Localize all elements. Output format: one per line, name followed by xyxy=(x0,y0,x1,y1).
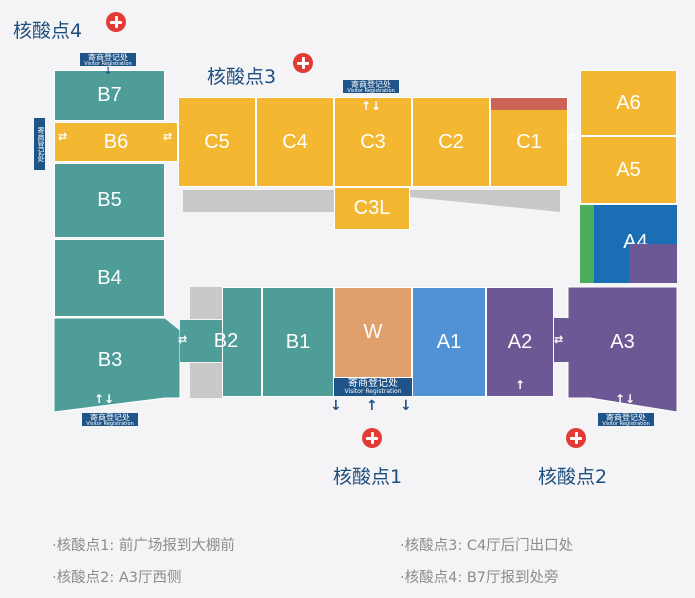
hall-c1-label: C1 xyxy=(516,130,542,153)
hall-c5-label: C5 xyxy=(204,130,230,153)
arrow-icon: ↑ xyxy=(515,378,526,392)
test-point-3-label: 核酸点3 xyxy=(207,66,277,88)
hall-a5-label: A5 xyxy=(616,158,641,181)
registration-badge-b6: 寄商登记处 xyxy=(34,118,45,170)
c-hall-lower-connector-right xyxy=(410,190,560,212)
hall-c4-label: C4 xyxy=(282,130,308,153)
hall-w-label: W xyxy=(363,321,383,343)
hall-a2-label: A2 xyxy=(507,330,533,353)
hall-b7[interactable]: B7 xyxy=(54,70,165,121)
double-arrow-icon: ⇄ xyxy=(554,333,564,346)
a2-a3-corridor xyxy=(554,318,574,362)
registration-cn: 寄商登记处 xyxy=(37,126,45,162)
legend-item-4: ·核酸点4: B7厅报到处旁 xyxy=(400,570,559,586)
plus-cross-icon[interactable] xyxy=(566,428,586,448)
registration-badge-c3: 寄商登记处 Visitor Registration xyxy=(343,80,399,94)
c1-red-strip xyxy=(491,98,567,110)
registration-badge-b3: 寄商登记处 Visitor Registration xyxy=(82,413,138,427)
arrow-icon: ↓ xyxy=(400,398,412,414)
hall-b7-label: B7 xyxy=(97,84,122,106)
registration-en: Visitor Registration xyxy=(602,421,650,427)
hall-c5[interactable]: C5 xyxy=(178,97,256,187)
b2-connector-top xyxy=(190,287,222,319)
registration-badge-a3: 寄商登记处 Visitor Registration xyxy=(598,413,654,427)
test-point-1-label: 核酸点1 xyxy=(333,466,403,488)
hall-a3[interactable]: A3 xyxy=(585,320,660,364)
test-point-4-label: 核酸点4 xyxy=(13,20,83,42)
hall-a6[interactable]: A6 xyxy=(580,70,677,136)
hall-c4[interactable]: C4 xyxy=(256,97,334,187)
hall-b2[interactable]: B2 xyxy=(198,325,254,357)
registration-badge-w: 寄商登记处 Visitor Registration xyxy=(334,378,412,396)
double-arrow-icon: ⇄ xyxy=(566,130,576,143)
hall-a3-label: A3 xyxy=(610,330,635,353)
hall-c3-label: C3 xyxy=(360,130,386,153)
hall-b3-label: B3 xyxy=(97,348,123,371)
arrow-icon: ↑↓ xyxy=(361,99,382,113)
test-point-2-label: 核酸点2 xyxy=(538,466,608,488)
a4-purple-block xyxy=(629,244,677,283)
hall-a1-label: A1 xyxy=(436,330,462,353)
hall-a1[interactable]: A1 xyxy=(412,287,486,397)
a4-green-strip xyxy=(580,205,594,283)
hall-b6[interactable]: B6 xyxy=(54,122,178,162)
registration-cn: 寄商登记处 xyxy=(606,413,646,422)
hall-b5[interactable]: B5 xyxy=(54,163,165,238)
plus-cross-icon[interactable] xyxy=(106,12,126,32)
registration-cn: 寄商登记处 xyxy=(88,53,128,62)
registration-cn: 寄商登记处 xyxy=(348,378,398,389)
legend-item-1: ·核酸点1: 前广场报到大棚前 xyxy=(52,538,235,554)
arrow-icon: ↑↓ xyxy=(94,392,115,406)
double-arrow-icon: ⇄ xyxy=(163,130,173,143)
hall-c3l[interactable]: C3L xyxy=(334,187,410,230)
registration-en: Visitor Registration xyxy=(84,61,132,67)
registration-badge-b7: 寄商登记处 Visitor Registration xyxy=(80,53,136,67)
hall-c1[interactable]: C1 xyxy=(490,97,568,187)
hall-b1[interactable]: B1 xyxy=(262,287,334,397)
hall-b3[interactable]: B3 xyxy=(70,330,150,390)
hall-b5-label: B5 xyxy=(97,189,122,211)
plus-cross-icon[interactable] xyxy=(293,53,313,73)
hall-c3l-label: C3L xyxy=(353,197,391,219)
hall-a3-shape xyxy=(567,286,678,413)
b2-corridor xyxy=(180,320,222,362)
hall-b1-label: B1 xyxy=(285,330,311,353)
hall-c2-label: C2 xyxy=(438,130,464,153)
hall-a2[interactable]: A2 xyxy=(486,287,554,397)
registration-en: Visitor Registration xyxy=(344,388,402,395)
c-hall-lower-connector-left xyxy=(183,190,337,212)
registration-cn: 寄商登记处 xyxy=(90,413,130,422)
hall-c2[interactable]: C2 xyxy=(412,97,490,187)
arrow-icon: ↓ xyxy=(330,398,342,414)
arrow-icon: ↑ xyxy=(366,398,378,414)
double-arrow-icon: ⇄ xyxy=(58,130,68,143)
hall-c3[interactable]: C3 xyxy=(334,97,412,187)
hall-b4-label: B4 xyxy=(97,266,122,289)
hall-w[interactable]: W xyxy=(334,287,412,378)
hall-b2-label: B2 xyxy=(213,329,239,352)
hall-b4[interactable]: B4 xyxy=(54,239,165,317)
b2-connector-bottom xyxy=(190,363,222,398)
arrow-icon: ↑↓ xyxy=(615,392,636,406)
double-arrow-icon: ⇄ xyxy=(178,333,188,346)
plus-cross-icon[interactable] xyxy=(362,428,382,448)
hall-a6-label: A6 xyxy=(616,91,641,114)
legend-item-3: ·核酸点3: C4厅后门出口处 xyxy=(400,538,574,554)
hall-b2-body xyxy=(222,287,262,397)
hall-b3-shape xyxy=(53,317,181,413)
arrow-icon: ↓ xyxy=(104,66,113,77)
registration-en: Visitor Registration xyxy=(347,88,395,94)
registration-en: Visitor Registration xyxy=(86,421,134,427)
hall-b6-label: B6 xyxy=(103,130,129,153)
registration-cn: 寄商登记处 xyxy=(351,80,391,89)
hall-a5[interactable]: A5 xyxy=(580,136,677,204)
legend-item-2: ·核酸点2: A3厅西侧 xyxy=(52,570,182,586)
